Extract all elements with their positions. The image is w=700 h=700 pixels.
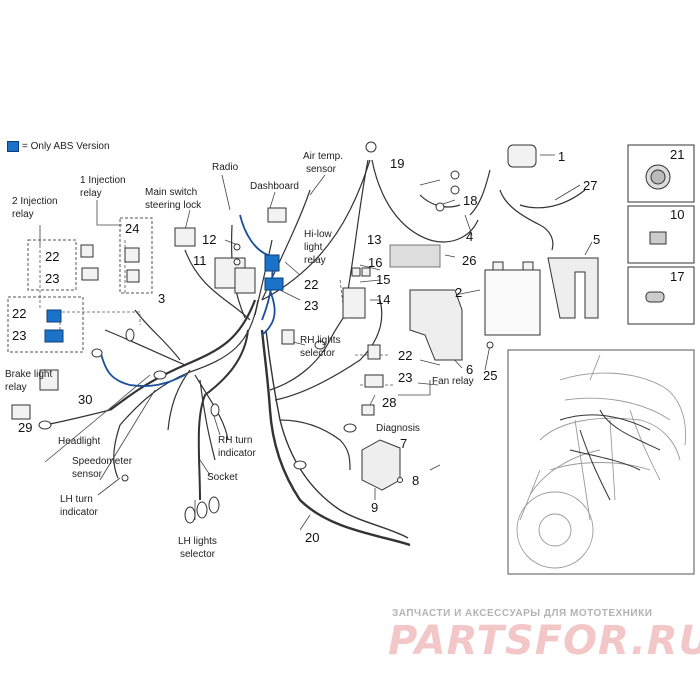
label-air-temp-1: Air temp. (303, 151, 343, 162)
legend-text: = Only ABS Version (22, 141, 110, 152)
label-brake-2: relay (5, 382, 27, 393)
label-brake-1: Brake light (5, 369, 52, 380)
label-injection-1-b: relay (80, 188, 102, 199)
label-speedometer-2: sensor (72, 469, 103, 480)
num-23-c: 23 (304, 298, 318, 313)
label-hi-low-3: relay (304, 255, 326, 266)
num-8: 8 (412, 473, 419, 488)
label-fan-relay: Fan relay (432, 376, 474, 387)
watermark-logo: PARTSFOR.RU (388, 618, 700, 664)
label-diagnosis: Diagnosis (376, 423, 420, 434)
label-socket: Socket (207, 472, 238, 483)
label-lh-turn-2: indicator (60, 507, 98, 518)
num-10: 10 (670, 207, 684, 222)
num-3: 3 (158, 291, 165, 306)
connectors (38, 141, 494, 524)
num-22-c: 22 (304, 277, 318, 292)
num-23-b: 23 (12, 328, 26, 343)
num-13: 13 (367, 232, 381, 247)
num-12: 12 (202, 232, 216, 247)
label-lh-lights-2: selector (180, 549, 216, 560)
num-4: 4 (466, 229, 473, 244)
label-dashboard: Dashboard (250, 181, 299, 192)
num-25: 25 (483, 368, 497, 383)
label-rh-lights-2: selector (300, 348, 336, 359)
label-hi-low-1: Hi-low (304, 229, 333, 240)
num-28: 28 (382, 395, 396, 410)
label-lh-lights-1: LH lights (178, 536, 217, 547)
num-6: 6 (466, 362, 473, 377)
num-20: 20 (305, 530, 319, 545)
components (7, 144, 695, 575)
label-injection-2-a: 2 Injection (12, 196, 58, 207)
num-14: 14 (376, 292, 390, 307)
num-1: 1 (558, 149, 565, 164)
num-29: 29 (18, 420, 32, 435)
num-21: 21 (670, 147, 684, 162)
num-26: 26 (462, 253, 476, 268)
label-rh-lights-1: RH lights (300, 335, 341, 346)
num-24: 24 (125, 221, 139, 236)
num-23-d: 23 (398, 370, 412, 385)
label-rh-turn-2: indicator (218, 448, 256, 459)
label-headlight: Headlight (58, 436, 100, 447)
label-speedometer-1: Speedometer (72, 456, 133, 467)
num-15: 15 (376, 272, 390, 287)
bike-harness (559, 409, 661, 501)
abs-swatch (7, 141, 19, 152)
num-22-b: 22 (12, 306, 26, 321)
num-18: 18 (463, 193, 477, 208)
num-22-d: 22 (398, 348, 412, 363)
watermark-tagline: ЗАПЧАСТИ И АКСЕССУАРЫ ДЛЯ МОТОТЕХНИКИ (392, 608, 653, 619)
num-22-a: 22 (45, 249, 59, 264)
label-radio: Radio (212, 162, 239, 173)
label-rh-turn-1: RH turn (218, 435, 252, 446)
num-19: 19 (390, 156, 404, 171)
label-injection-2-b: relay (12, 209, 34, 220)
num-30: 30 (78, 392, 92, 407)
label-main-switch-2: steering lock (145, 200, 202, 211)
label-injection-1-a: 1 Injection (80, 175, 126, 186)
num-27: 27 (583, 178, 597, 193)
part-labels: Radio Air temp. sensor Dashboard Main sw… (5, 151, 474, 560)
num-23-a: 23 (45, 271, 59, 286)
num-17: 17 (670, 269, 684, 284)
part-numbers: 1 2 3 4 5 6 7 8 9 10 11 12 13 14 15 16 1… (12, 147, 684, 545)
num-11: 11 (193, 253, 207, 268)
num-16: 16 (368, 255, 382, 270)
num-2: 2 (455, 285, 462, 300)
bike-inset-sketch (516, 354, 687, 569)
num-7: 7 (400, 436, 407, 451)
label-main-switch-1: Main switch (145, 187, 197, 198)
label-air-temp-2: sensor (306, 164, 337, 175)
label-hi-low-2: light (304, 242, 323, 253)
num-5: 5 (593, 232, 600, 247)
abs-legend: = Only ABS Version (7, 141, 110, 152)
num-9: 9 (371, 500, 378, 515)
label-lh-turn-1: LH turn (60, 494, 93, 505)
